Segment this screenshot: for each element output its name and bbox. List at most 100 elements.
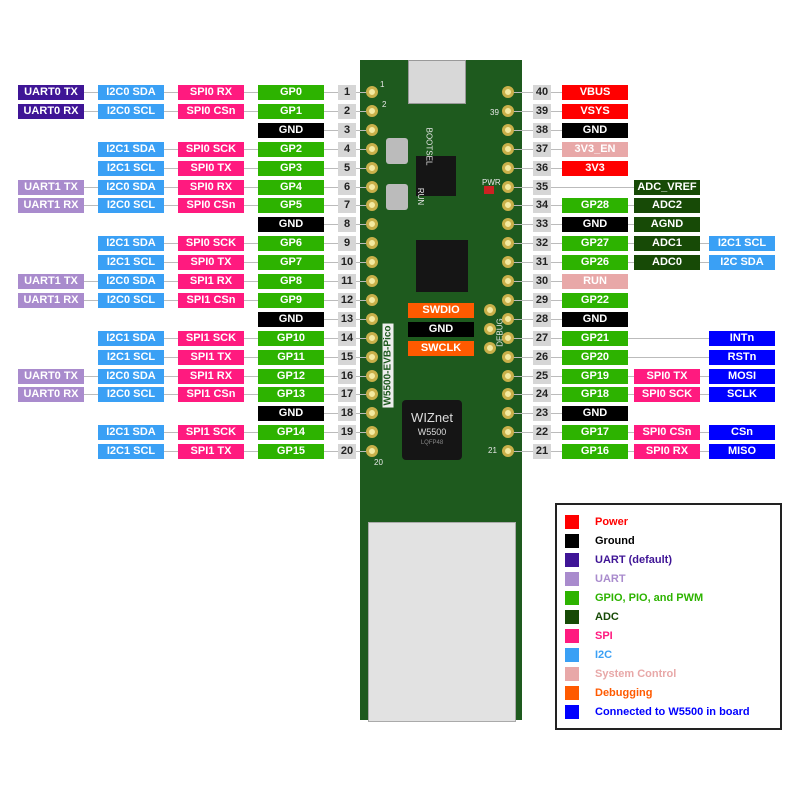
pin-number: 27 [533, 330, 551, 346]
pin-pad [502, 369, 514, 382]
pin-pad [366, 312, 378, 325]
micro-usb-connector [408, 60, 466, 104]
pin-label-spi: SPI0 SCK [634, 387, 700, 403]
pin-label-gpio: GP16 [562, 444, 628, 460]
pin-label-spi: SPI0 SCK [178, 141, 244, 157]
pin-label-power: VSYS [562, 103, 628, 119]
pin-label-i2c: I2C1 SCL [98, 349, 164, 365]
pin-pad [502, 180, 514, 193]
pin-label-spi: SPI1 SCK [178, 425, 244, 441]
pin-pad [502, 312, 514, 325]
legend-label: Power [595, 516, 629, 528]
pin-pad [366, 350, 378, 363]
pin-label-w5500: INTn [709, 330, 775, 346]
pin-label-gpio: GP7 [258, 255, 324, 271]
pin-label-ground: GND [258, 122, 324, 138]
bootsel-button[interactable] [386, 138, 408, 164]
pin-number: 11 [338, 274, 356, 289]
rp2040-chip [416, 240, 468, 292]
pin-number: 17 [338, 387, 356, 403]
pin-label-system: 3V3_EN [562, 141, 628, 157]
pin-number: 22 [533, 425, 551, 441]
chip-model: W5500 [417, 427, 447, 437]
pin-label-i2c: I2C0 SDA [98, 85, 164, 100]
pin-label-gpio: GP8 [258, 274, 324, 289]
pin-label-gpio: GP14 [258, 425, 324, 441]
pin-label-gpio: GP13 [258, 387, 324, 403]
pin-label-ground: GND [258, 406, 324, 422]
connector-line [288, 224, 372, 226]
pin-label-adc: ADC_VREF [634, 179, 700, 195]
pin-label-spi: SPI0 SCK [178, 236, 244, 252]
pin-label-gpio: GP22 [562, 292, 628, 308]
pin-label-i2c: I2C0 SDA [98, 368, 164, 384]
pin-pad [502, 86, 514, 98]
pin-pad [366, 256, 378, 269]
debug-pin-swclk: SWCLK [408, 341, 474, 356]
pin-pad [502, 275, 514, 287]
pin-label-i2c: I2C1 SCL [709, 236, 775, 252]
pin-label-w5500: CSn [709, 425, 775, 441]
pin-label-uart: UART0 RX [18, 387, 84, 403]
pin-label-adc: ADC0 [634, 255, 700, 271]
pin-number: 18 [338, 406, 356, 422]
pin-pad [502, 293, 514, 306]
pin-label-spi: SPI0 RX [178, 85, 244, 100]
pin-label-gpio: GP4 [258, 179, 324, 195]
pin-number: 24 [533, 387, 551, 403]
corner-pin-20: 20 [374, 458, 383, 467]
legend-swatch [565, 610, 579, 624]
pin-pad [502, 161, 514, 174]
pin-number: 33 [533, 217, 551, 233]
pin-pad [366, 86, 378, 98]
pin-label-gpio: GP2 [258, 141, 324, 157]
pin-label-power: VBUS [562, 85, 628, 100]
pin-number: 26 [533, 349, 551, 365]
pin-label-spi: SPI1 SCK [178, 330, 244, 346]
pin-pad [366, 161, 378, 174]
pin-label-spi: SPI1 RX [178, 274, 244, 289]
pin-number: 29 [533, 292, 551, 308]
pin-label-uart_default: UART0 TX [18, 85, 84, 100]
pin-label-i2c: I2C SDA [709, 255, 775, 271]
pin-label-power: 3V3 [562, 160, 628, 176]
pin-label-spi: SPI0 RX [178, 179, 244, 195]
pin-pad [502, 445, 514, 458]
pwr-led [484, 186, 494, 194]
pin-label-adc: AGND [634, 217, 700, 233]
pin-label-ground: GND [258, 217, 324, 233]
w5500-chip: WIZnet W5500 LQFP48 [402, 400, 462, 460]
pin-label-ground: GND [562, 406, 628, 422]
legend-swatch [565, 591, 579, 605]
pin-number: 3 [338, 122, 356, 138]
pin-label-spi: SPI1 CSn [178, 387, 244, 403]
debug-pad [484, 304, 496, 316]
legend-label: Ground [595, 535, 635, 547]
pin-pad [366, 142, 378, 155]
pin-number: 39 [533, 103, 551, 119]
pin-label-spi: SPI0 TX [178, 255, 244, 271]
pin-label-uart: UART1 RX [18, 198, 84, 214]
connector-line [128, 356, 372, 358]
pin-label-gpio: GP11 [258, 349, 324, 365]
run-button[interactable] [386, 184, 408, 210]
pin-label-ground: GND [562, 311, 628, 327]
legend-swatch [565, 515, 579, 529]
pin-number: 30 [533, 274, 551, 289]
legend-swatch [565, 686, 579, 700]
pin-pad [366, 445, 378, 458]
chip-package: LQFP48 [420, 440, 444, 446]
pin-pad [366, 331, 378, 344]
pin-number: 7 [338, 198, 356, 214]
pin-label-i2c: I2C0 SCL [98, 387, 164, 403]
pin-pad [366, 218, 378, 231]
pin-number: 37 [533, 141, 551, 157]
pin-label-i2c: I2C1 SCL [98, 255, 164, 271]
pin-number: 14 [338, 330, 356, 346]
pin-label-i2c: I2C1 SDA [98, 141, 164, 157]
connector-line [128, 262, 372, 264]
pin-label-w5500: RSTn [709, 349, 775, 365]
pin-label-spi: SPI0 CSn [178, 103, 244, 119]
pin-number: 4 [338, 141, 356, 157]
